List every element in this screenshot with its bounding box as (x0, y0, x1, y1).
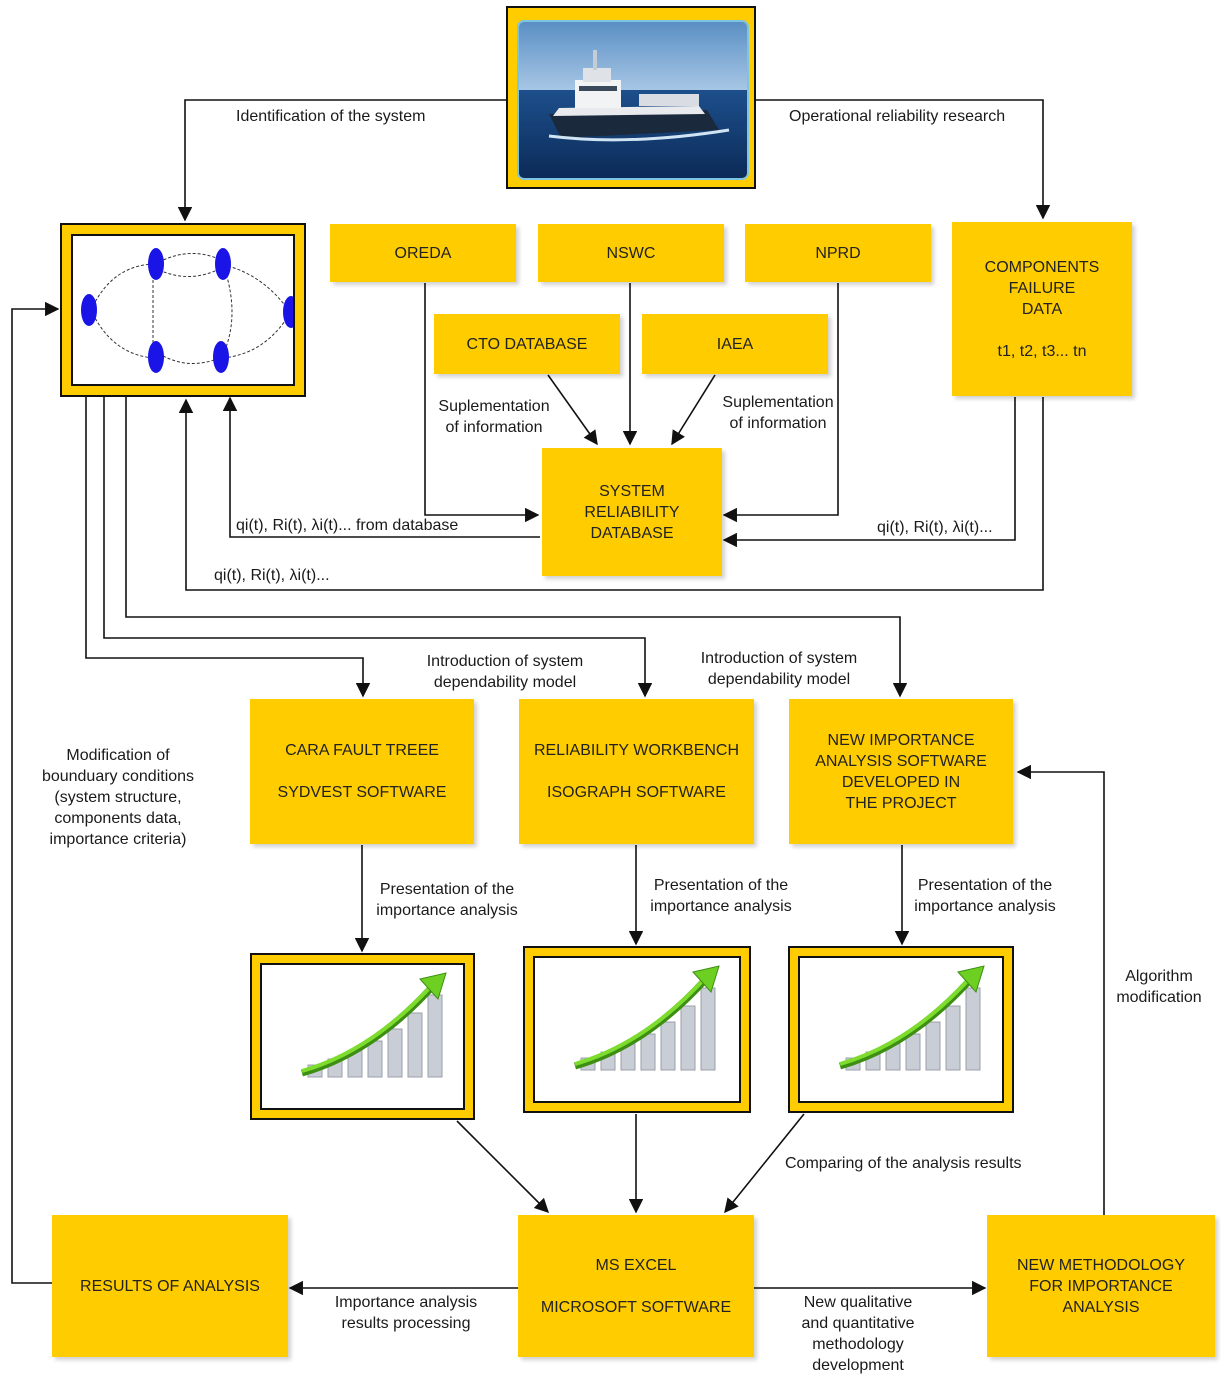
intro-model-label-1: Introduction of system dependability mod… (426, 653, 584, 691)
operational-research-label: Operational reliability research (789, 108, 1006, 125)
results-processing-label: Importance analysis results processing (334, 1294, 478, 1332)
growth-chart-icon (301, 972, 447, 1078)
ms-excel-box: MS EXCEL MICROSOFT SOFTWARE (518, 1215, 754, 1357)
growth-chart-icon (839, 965, 985, 1071)
chart-image-1 (250, 953, 475, 1120)
new-software-line-4: THE PROJECT (845, 794, 957, 812)
comparing-results-label: Comparing of the analysis results (785, 1155, 1022, 1172)
methodology-line-3: ANALYSIS (1062, 1298, 1140, 1316)
params-right-label: qi(t), Ri(t), λi(t)... (877, 519, 993, 536)
suplementation-left-label: Suplementation of information (438, 398, 550, 436)
intro-model-label-2: Introduction of system dependability mod… (700, 650, 858, 688)
nswc-box: NSWC (538, 224, 724, 282)
results-label: RESULTS OF ANALYSIS (80, 1277, 260, 1295)
workbench-line-1: RELIABILITY WORKBENCH (533, 742, 740, 759)
state-graph-icon (81, 248, 293, 373)
params-bottom-label: qi(t), Ri(t), λi(t)... (214, 567, 330, 584)
results-of-analysis-box: RESULTS OF ANALYSIS (52, 1215, 288, 1357)
system-graph (71, 234, 295, 386)
workbench-line-2: ISOGRAPH SOFTWARE (547, 784, 726, 801)
ship-photo-frame (506, 6, 756, 189)
iaea-box: IAEA (642, 314, 828, 374)
params-from-database-label: qi(t), Ri(t), λi(t)... from database (236, 517, 459, 534)
methodology-line-1: NEW METHODOLOGY (1016, 1256, 1185, 1274)
components-failure-data-box: COMPONENTS FAILURE DATA t1, t2, t3... tn (952, 222, 1132, 396)
components-line-3: DATA (1021, 300, 1063, 318)
components-line-4: t1, t2, t3... tn (997, 342, 1087, 360)
chart-image-3 (788, 946, 1014, 1113)
new-software-line-1: NEW IMPORTANCE (827, 731, 975, 749)
system-db-line-3: DATABASE (590, 524, 674, 542)
components-line-2: FAILURE (1008, 279, 1076, 297)
cara-line-1: CARA FAULT TREEE (285, 742, 439, 759)
new-software-line-2: ANALYSIS SOFTWARE (815, 752, 987, 770)
chart-image-2 (523, 946, 751, 1113)
system-reliability-database-box: SYSTEM RELIABILITY DATABASE (542, 448, 722, 576)
nprd-box: NPRD (745, 224, 931, 282)
ship-photo (517, 20, 749, 180)
nprd-label: NPRD (815, 244, 861, 262)
new-software-line-3: DEVELOPED IN (841, 773, 961, 791)
system-db-line-2: RELIABILITY (584, 503, 680, 521)
methodology-line-2: FOR IMPORTANCE (1029, 1277, 1173, 1295)
presentation-label-2: Presentation of the importance analysis (650, 877, 792, 915)
iaea-label: IAEA (716, 335, 754, 353)
oreda-label: OREDA (394, 244, 452, 262)
methodology-development-label: New qualitative and quantitative methodo… (801, 1294, 915, 1374)
cara-fault-tree-box: CARA FAULT TREEE SYDVEST SOFTWARE (250, 699, 474, 844)
cara-line-2: SYDVEST SOFTWARE (277, 784, 447, 801)
growth-chart-icon (574, 965, 720, 1071)
cto-database-label: CTO DATABASE (466, 335, 588, 353)
algorithm-modification-label: Algorithm modification (1116, 968, 1202, 1006)
presentation-label-1: Presentation of the importance analysis (376, 881, 518, 919)
new-importance-software-box: NEW IMPORTANCE ANALYSIS SOFTWARE DEVELOP… (789, 699, 1013, 844)
system-db-line-1: SYSTEM (599, 482, 665, 500)
presentation-label-3: Presentation of the importance analysis (914, 877, 1056, 915)
system-graph-frame (60, 223, 306, 397)
new-methodology-box: NEW METHODOLOGY FOR IMPORTANCE ANALYSIS (987, 1215, 1215, 1357)
excel-line-1: MS EXCEL (595, 1256, 677, 1274)
modification-label: Modification of bounduary conditions (sy… (41, 747, 195, 848)
suplementation-right-label: Suplementation of information (722, 394, 834, 432)
identification-label: Identification of the system (236, 108, 426, 125)
reliability-workbench-box: RELIABILITY WORKBENCH ISOGRAPH SOFTWARE (519, 699, 754, 844)
oreda-box: OREDA (330, 224, 516, 282)
nswc-label: NSWC (606, 244, 656, 262)
components-line-1: COMPONENTS (984, 258, 1100, 276)
cto-database-box: CTO DATABASE (434, 314, 620, 374)
excel-line-2: MICROSOFT SOFTWARE (540, 1298, 732, 1316)
